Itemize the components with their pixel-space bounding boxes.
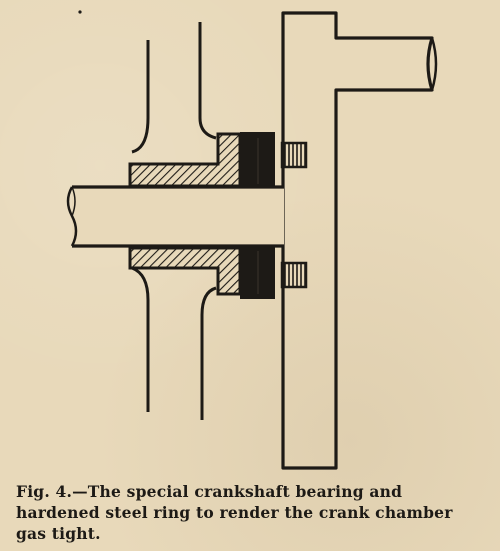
crankshaft [66,185,284,248]
figure-caption: Fig. 4.—The special crankshaft bearing a… [16,481,486,544]
caption-line-2: hardened steel ring to render the crank … [16,503,453,522]
hardened-steel-ring [240,132,275,299]
caption-line-1: Fig. 4.—The special crankshaft bearing a… [16,482,403,501]
crankshaft-bearing-diagram [66,10,438,470]
crank-chamber-wall [131,22,217,420]
ink-speck [78,10,82,14]
caption-line-3: gas tight. [16,524,101,543]
crank-arm [281,11,434,470]
retaining-bolts [280,141,308,289]
